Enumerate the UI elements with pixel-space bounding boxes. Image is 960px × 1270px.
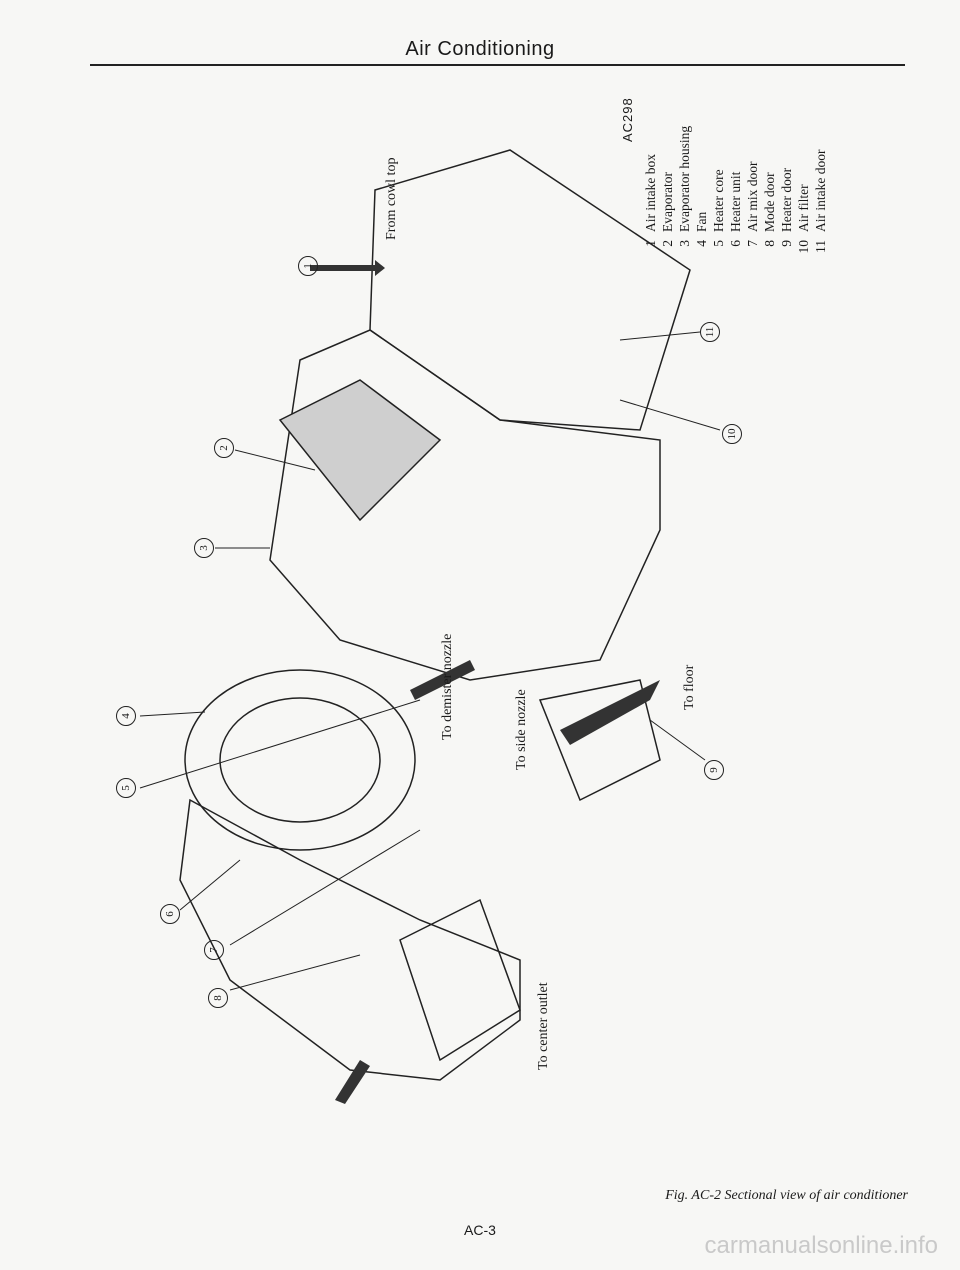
fan-outline: [184, 669, 416, 851]
header-rule: [90, 64, 905, 66]
leader-line-8: [229, 954, 361, 991]
callout-10: 10: [722, 424, 742, 444]
from-cowl-top-label: From cowl top: [384, 157, 399, 240]
leader-line-10: [619, 399, 721, 431]
leader-line-6: [179, 859, 241, 911]
leader-line-9: [649, 719, 706, 761]
leader-line-7: [229, 829, 421, 946]
figure-caption: Fig. AC-2 Sectional view of air conditio…: [665, 1188, 908, 1203]
airflow-arrow-cowl: [310, 260, 385, 276]
callout-1: 1: [298, 256, 318, 276]
airflow-arrow-center: [335, 1060, 370, 1104]
leader-line-4: [139, 711, 206, 717]
callout-11: 11: [700, 322, 720, 342]
airflow-arrow-floor: [560, 680, 660, 745]
airflow-arrow-demister: [410, 660, 475, 700]
callout-8: 8: [208, 988, 228, 1008]
evaporator-housing-outline: [269, 329, 661, 681]
callout-3: 3: [194, 538, 214, 558]
leader-line-5: [139, 699, 421, 789]
callout-4: 4: [116, 706, 136, 726]
callout-2: 2: [214, 438, 234, 458]
evaporator-core: [278, 379, 442, 522]
page-title: Air Conditioning: [405, 38, 555, 60]
figure-code: AC298: [620, 97, 635, 142]
watermark: carmanualsonline.info: [704, 1232, 938, 1259]
floor-duct: [538, 679, 661, 802]
callout-7: 7: [204, 940, 224, 960]
fan-inner: [219, 697, 381, 823]
page-number: AC-3: [464, 1222, 496, 1238]
to-demister-nozzle-label: To demister nozzle: [440, 633, 455, 740]
to-side-nozzle-label: To side nozzle: [514, 689, 529, 770]
heater-unit-outline: [179, 798, 521, 1081]
leader-line-11: [619, 331, 701, 341]
to-floor-label: To floor: [682, 664, 697, 710]
leader-line-2: [234, 449, 316, 471]
to-center-outlet-label: To center outlet: [536, 982, 551, 1070]
center-outlet-duct: [399, 898, 521, 1062]
callout-6: 6: [160, 904, 180, 924]
callout-9: 9: [704, 760, 724, 780]
callout-5: 5: [116, 778, 136, 798]
